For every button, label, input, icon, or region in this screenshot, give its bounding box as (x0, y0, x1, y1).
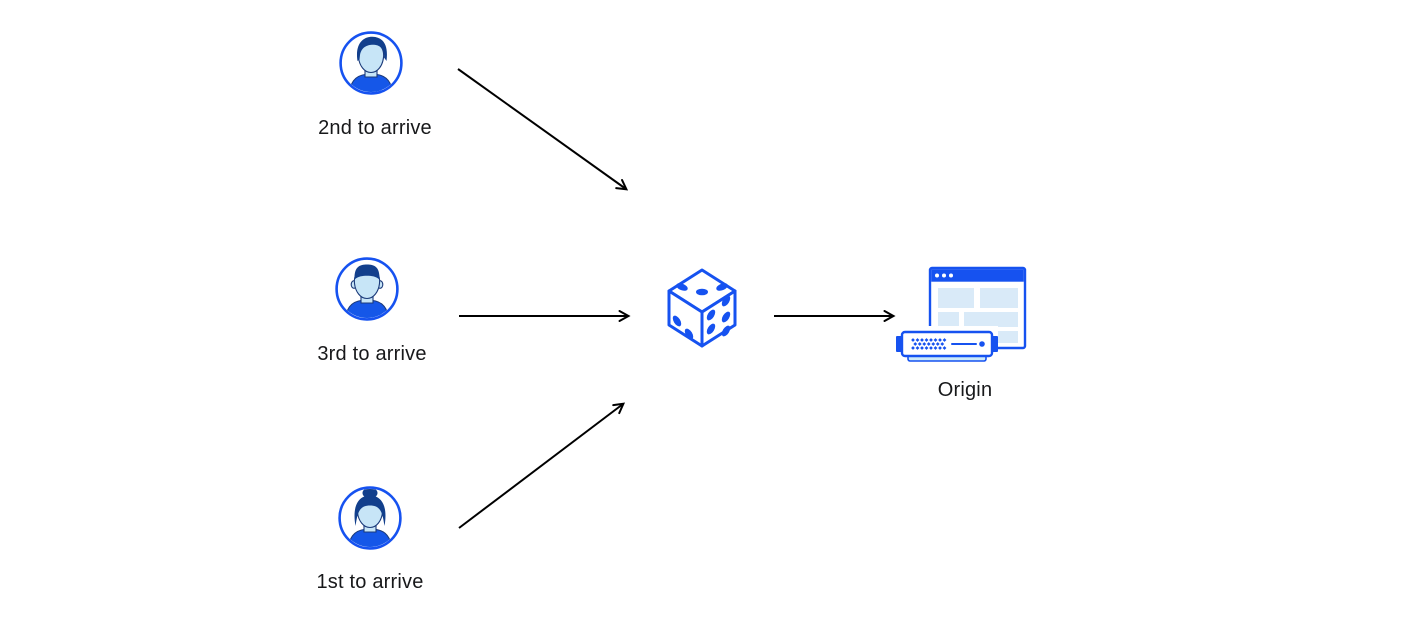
server-icon (892, 326, 998, 364)
origin-label: Origin (937, 379, 993, 401)
load-balancer-node (663, 259, 743, 351)
user-avatar-man-short-hair-icon (335, 257, 399, 321)
client-node-1st (337, 485, 403, 551)
arrow-client2-to-dice (457, 68, 629, 191)
client-label-1st: 1st to arrive (316, 571, 424, 593)
client-node-2nd (338, 30, 404, 96)
client-node-3rd (334, 256, 400, 322)
origin-node (890, 256, 1030, 366)
user-avatar-woman-bun-hair-icon (338, 486, 402, 550)
user-avatar-man-swept-hair-icon (339, 31, 403, 95)
dice-icon (667, 268, 737, 348)
client-label-3rd: 3rd to arrive (317, 343, 427, 365)
origin-icon-group (892, 266, 1027, 364)
client-label-2nd: 2nd to arrive (318, 117, 432, 139)
arrow-client1-to-dice (458, 402, 626, 529)
